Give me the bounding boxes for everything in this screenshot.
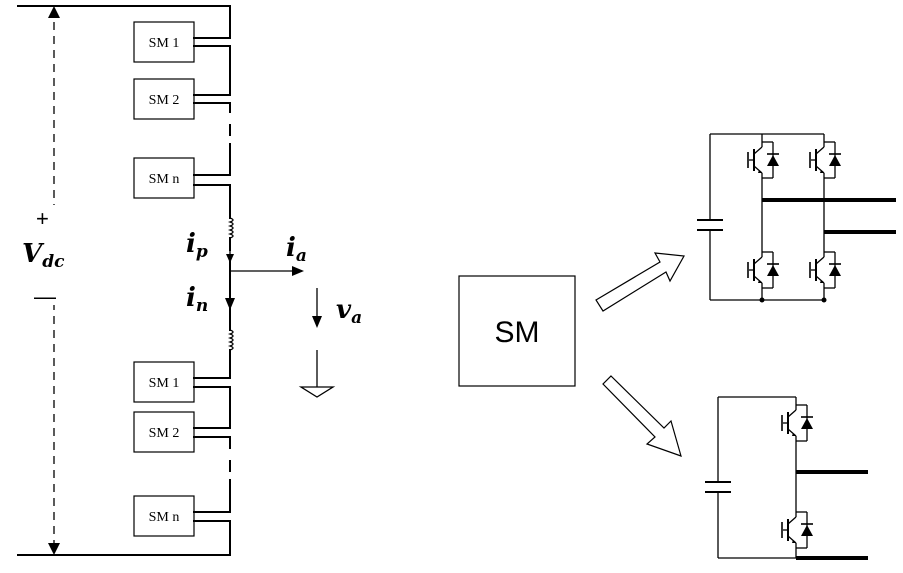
ip-label: ip [186,229,208,262]
lower-sm-n [133,495,195,537]
dc-bus: + Vdc — [17,5,231,556]
ia-label: ia [286,233,307,266]
arrow-to-full-bridge-icon [595,252,685,312]
fb-switch-3-icon [747,251,780,289]
lower-sm-1 [133,361,195,403]
hb-switch-lower-icon [781,511,814,549]
in-arrow-icon [225,298,235,310]
upper-arm: SM 1 SM 2 SM n ip [133,5,234,263]
va-arrow-icon [312,316,322,328]
upper-arm-inductor-icon [227,217,234,239]
fb-switch-2-icon [809,141,842,179]
lower-sm-1-label: SM 1 [149,376,180,391]
submodule-block: SM [458,275,576,387]
in-label: in [186,283,208,316]
vdc-label: Vdc [22,239,65,272]
vdc-arrow-top-icon [48,6,60,18]
upper-sm-2 [133,78,195,120]
lower-sm-n-label: SM n [149,510,180,525]
half-bridge-submodule [705,396,868,560]
lower-sm-2 [133,411,195,453]
fb-switch-1-icon [747,141,780,179]
hb-switch-upper-icon [781,404,814,442]
lower-arm: in SM 1 SM 2 SM n [133,271,235,556]
vdc-plus: + [36,206,49,231]
ia-arrow-icon [292,266,304,276]
lower-sm-2-label: SM 2 [149,426,180,441]
full-bridge-submodule [697,133,896,303]
ac-output: ia va [229,233,362,398]
lower-arm-inductor-icon [227,329,234,351]
vdc-arrow-bottom-icon [48,543,60,555]
submodule-label: SM [495,316,540,349]
fb-switch-4-icon [809,251,842,289]
upper-sm-2-label: SM 2 [149,93,180,108]
upper-sm-1 [133,21,195,63]
upper-sm-n [133,157,195,199]
vdc-minus: — [34,284,56,309]
arrow-to-half-bridge-icon [602,375,682,457]
ground-icon [298,386,336,398]
upper-sm-1-label: SM 1 [149,36,180,51]
upper-sm-n-label: SM n [149,172,180,187]
va-label: va [336,295,362,328]
